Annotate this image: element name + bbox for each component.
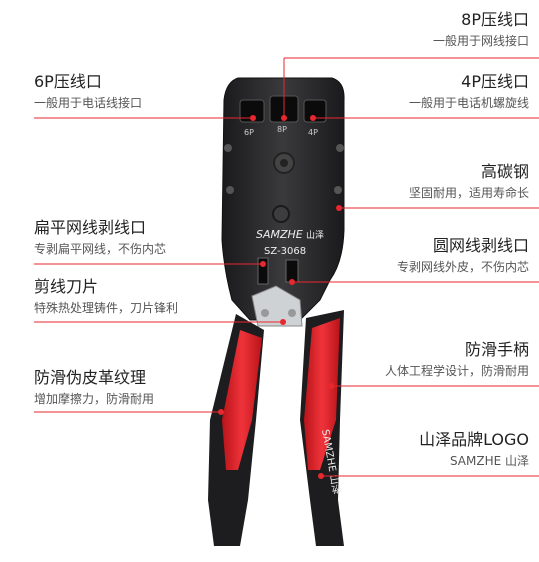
label-flat-desc: 专剥扁平网线，不伤内芯 [34, 242, 167, 256]
callout-dot [260, 261, 266, 267]
rivet [334, 186, 342, 194]
label-4p: 4P压线口 一般用于电话机螺旋线 [409, 72, 529, 111]
rivet [336, 144, 344, 152]
pin-label-4p: 4P [308, 128, 318, 137]
flat-stripper-slot [257, 257, 269, 285]
label-carbon-title: 高碳钢 [480, 162, 529, 181]
model-number: SZ-3068 [264, 246, 306, 257]
label-logo: 山泽品牌LOGO SAMZHE 山泽 [419, 430, 529, 469]
label-blade: 剪线刀片 特殊热处理铸件，刀片锋利 [34, 277, 178, 316]
slot-4p [303, 99, 327, 123]
callout-dot [289, 279, 295, 285]
label-6p-title: 6P压线口 [34, 72, 102, 91]
label-flat-stripper: 扁平网线剥线口 专剥扁平网线，不伤内芯 [34, 218, 166, 257]
label-flat-title: 扁平网线剥线口 [34, 218, 147, 237]
left-handle-grip [222, 330, 262, 470]
callout-dot [328, 383, 334, 389]
label-logo-desc: SAMZHE 山泽 [449, 454, 529, 468]
label-blade-desc: 特殊热处理铸件，刀片锋利 [34, 301, 179, 315]
label-8p: 8P压线口 一般用于网线接口 [433, 10, 529, 49]
label-carbon-desc: 坚固耐用，适用寿命长 [408, 186, 529, 200]
label-carbon-steel: 高碳钢 坚固耐用，适用寿命长 [409, 162, 529, 201]
label-logo-title: 山泽品牌LOGO [419, 430, 529, 449]
slot-6p [239, 99, 265, 123]
label-round-desc: 专剥网线外皮，不伤内芯 [396, 260, 529, 274]
label-8p-title: 8P压线口 [461, 10, 529, 29]
brand-text-cn: 山泽 [306, 230, 324, 241]
label-leather-desc: 增加摩擦力，防滑耐用 [34, 392, 155, 406]
label-leather-title: 防滑伪皮革纹理 [34, 368, 147, 387]
callout-dot [336, 205, 342, 211]
callout-dot [281, 115, 287, 121]
label-6p-desc: 一般用于电话线接口 [34, 96, 143, 110]
label-blade-title: 剪线刀片 [34, 277, 99, 296]
label-round-title: 圆网线剥线口 [432, 236, 529, 255]
label-6p: 6P压线口 一般用于电话线接口 [34, 72, 142, 111]
callout-dot [318, 473, 324, 479]
label-8p-desc: 一般用于网线接口 [432, 34, 529, 48]
callout-dot [280, 319, 286, 325]
pin-label-6p: 6P [244, 128, 254, 137]
label-handle-desc: 人体工程学设计，防滑耐用 [384, 364, 529, 378]
callout-dot [310, 115, 316, 121]
callout-dot [218, 409, 224, 415]
rivet [224, 144, 232, 152]
right-handle-grip [304, 318, 340, 470]
label-handle: 防滑手柄 人体工程学设计，防滑耐用 [385, 340, 529, 379]
label-4p-title: 4P压线口 [461, 72, 529, 91]
brand-text: SAMZHE [256, 228, 303, 241]
callout-dot [250, 115, 256, 121]
label-leather-texture: 防滑伪皮革纹理 增加摩擦力，防滑耐用 [34, 368, 154, 407]
label-4p-desc: 一般用于电话机螺旋线 [408, 96, 529, 110]
middle-bolt [272, 205, 290, 223]
pin-label-8p: 8P [277, 125, 287, 134]
label-handle-title: 防滑手柄 [464, 340, 529, 359]
label-round-stripper: 圆网线剥线口 专剥网线外皮，不伤内芯 [397, 236, 529, 275]
rivet [226, 186, 234, 194]
tool-head [221, 77, 345, 321]
